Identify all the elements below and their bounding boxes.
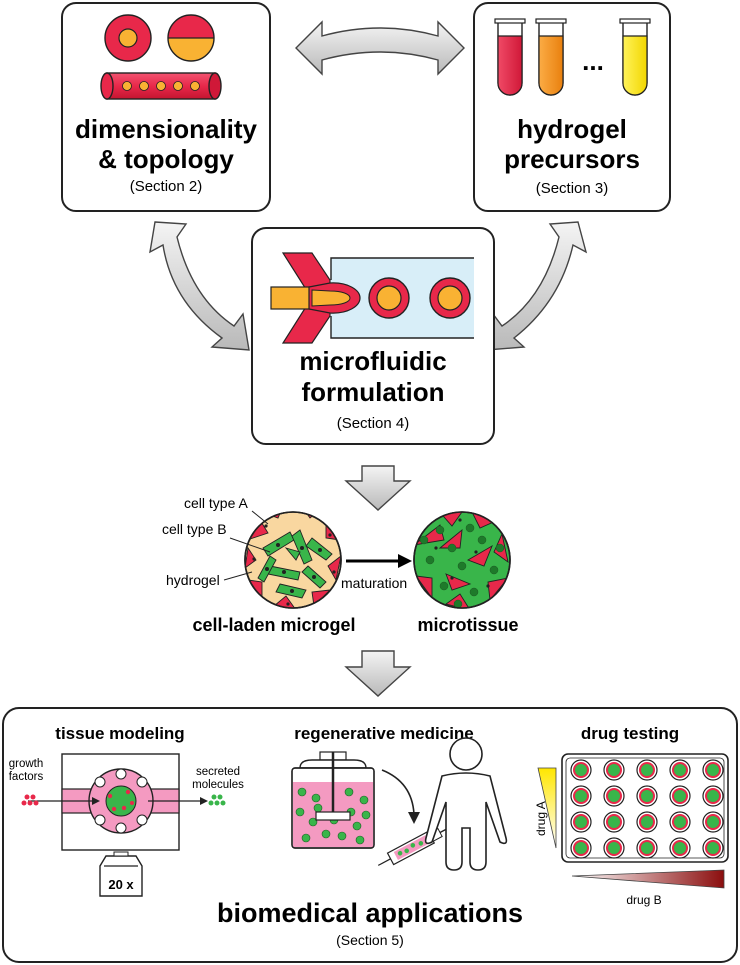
precursors-title-line2: precursors	[504, 144, 640, 174]
down-arrow-1-icon	[344, 465, 412, 511]
growth-factors-line2: factors	[9, 771, 44, 783]
microfluidic-chip-icon	[270, 252, 474, 344]
secreted-molecules-line2: molecules	[192, 779, 244, 791]
well-microtissue	[639, 762, 655, 778]
human-figure-icon	[424, 737, 508, 871]
microtissue-icon	[413, 511, 511, 609]
label-cell-type-a: cell type A	[184, 495, 248, 511]
biomedical-applications-section: (Section 5)	[336, 932, 404, 948]
well-microtissue	[606, 840, 622, 856]
double-arrow-right-icon	[486, 221, 588, 351]
well-microtissue	[705, 762, 721, 778]
dimensionality-title-line2: & topology	[98, 144, 234, 174]
dimensionality-title-line1: dimensionality	[75, 114, 258, 144]
well-microtissue	[639, 814, 655, 830]
tubes-ellipsis: ...	[582, 46, 604, 76]
well-microtissue	[606, 762, 622, 778]
test-tube-red-icon	[494, 18, 526, 96]
well-microtissue	[573, 814, 589, 830]
growth-factors-dots-icon	[21, 794, 39, 806]
label-maturation: maturation	[341, 575, 407, 591]
formulation-section: (Section 4)	[337, 415, 410, 432]
microscope-objective-icon	[99, 851, 143, 897]
well-microtissue	[705, 788, 721, 804]
dimensionality-box: dimensionality & topology (Section 2)	[61, 2, 271, 212]
well-microtissue	[672, 814, 688, 830]
syringe-icon	[377, 820, 456, 866]
janus-bead-icon	[167, 14, 215, 62]
test-tube-yellow-icon	[619, 18, 651, 96]
drug-b-label: drug B	[626, 893, 661, 907]
bioreactor-jar-icon	[291, 751, 375, 849]
down-arrow-2-icon	[344, 650, 412, 697]
precursors-title-line1: hydrogel	[517, 114, 627, 144]
regenerative-medicine-title: regenerative medicine	[294, 724, 474, 743]
well-plate-icon	[561, 753, 729, 863]
growth-factors-line1: growth	[9, 758, 44, 770]
organ-on-chip-icon	[28, 753, 208, 851]
fiber-cylinder-icon	[100, 72, 222, 100]
drug-a-gradient-icon	[537, 767, 557, 849]
precursors-box: ... hydrogel precursors (Section 3)	[473, 2, 671, 212]
well-microtissue	[606, 814, 622, 830]
maturation-arrow-icon	[398, 554, 412, 568]
tissue-modeling-title: tissue modeling	[55, 724, 184, 743]
biomedical-applications-title: biomedical applications	[217, 898, 523, 928]
double-arrow-left-icon	[149, 221, 250, 351]
applications-box: tissue modeling growth factors secreted	[2, 707, 738, 963]
drug-b-gradient-icon	[571, 869, 725, 889]
dimensionality-section: (Section 2)	[130, 178, 203, 195]
caption-microtissue: microtissue	[417, 615, 518, 635]
secreted-molecules-line1: secreted	[196, 766, 240, 778]
double-arrow-top-icon	[295, 20, 465, 76]
label-hydrogel: hydrogel	[166, 572, 220, 588]
well-microtissue	[573, 788, 589, 804]
drug-a-label: drug A	[534, 801, 548, 836]
cell-laden-microgel-icon	[244, 511, 342, 609]
well-microtissue	[639, 840, 655, 856]
well-microtissue	[705, 814, 721, 830]
well-microtissue	[705, 840, 721, 856]
well-microtissue	[672, 788, 688, 804]
formulation-title-line1: microfluidic	[299, 346, 446, 376]
objective-magnification: 20 x	[108, 877, 134, 892]
well-microtissue	[573, 840, 589, 856]
drug-testing-title: drug testing	[581, 724, 679, 743]
formulation-title-line2: formulation	[302, 377, 445, 407]
well-microtissue	[573, 762, 589, 778]
well-microtissue	[639, 788, 655, 804]
test-tube-orange-icon	[535, 18, 567, 96]
curved-arrow-icon	[381, 769, 415, 815]
secreted-molecules-dots-icon	[208, 794, 226, 806]
formulation-box: microfluidic formulation (Section 4)	[251, 227, 495, 445]
well-microtissue	[606, 788, 622, 804]
well-microtissue	[672, 762, 688, 778]
precursors-section: (Section 3)	[536, 180, 609, 197]
label-cell-type-b: cell type B	[162, 521, 227, 537]
caption-cell-laden-microgel: cell-laden microgel	[192, 615, 355, 635]
well-microtissue	[672, 840, 688, 856]
